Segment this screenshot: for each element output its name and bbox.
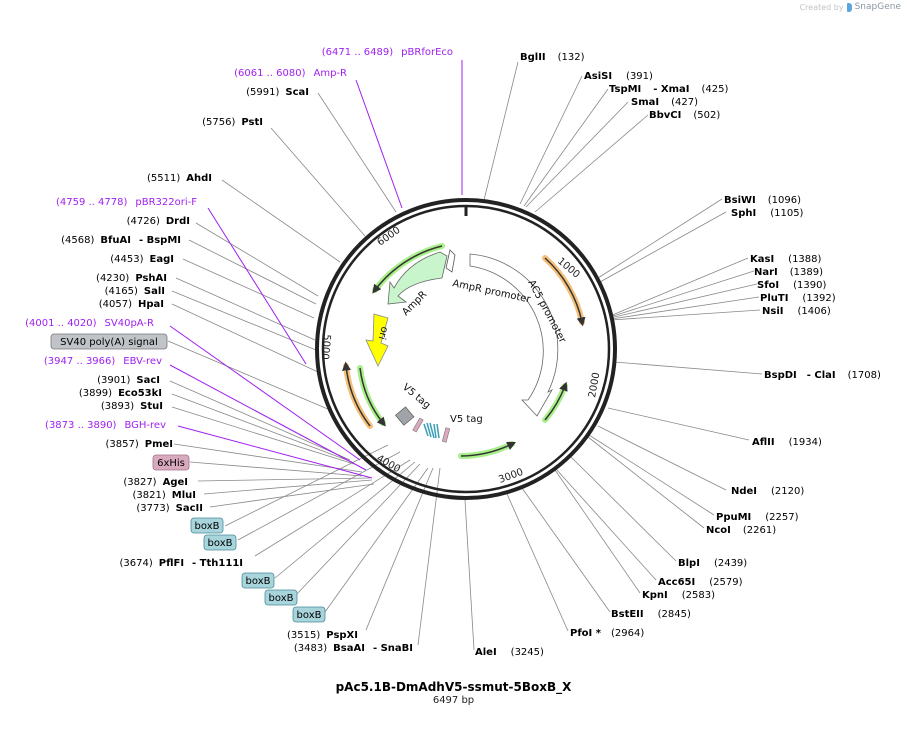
- enzyme-site[interactable]: BsiWI(1096): [724, 195, 801, 206]
- svg-text:boxB: boxB: [208, 538, 233, 549]
- svg-text:boxB: boxB: [195, 521, 220, 532]
- boxb-box[interactable]: boxB: [264, 589, 298, 606]
- polyA-box[interactable]: SV40 poly(A) signal: [50, 333, 168, 350]
- enzyme-site[interactable]: (3899)Eco53kI: [79, 388, 162, 399]
- plasmid-name: pAc5.1B-DmAdhV5-ssmut-5BoxB_X: [335, 680, 572, 694]
- enzyme-site[interactable]: (4230)PshAI: [96, 273, 167, 284]
- enzyme-site[interactable]: (5511)AhdI: [147, 173, 212, 184]
- primer-leader-lines: [169, 60, 463, 479]
- enzyme-site[interactable]: (5756)PstI: [202, 117, 263, 128]
- primer-site[interactable]: (6061 .. 6080)Amp-R: [234, 68, 347, 79]
- enzyme-site[interactable]: NarI(1389): [754, 267, 823, 278]
- tag-features: V5 tag V5 tag: [394, 382, 483, 443]
- enzyme-site[interactable]: TspMI- XmaI(425): [609, 84, 729, 95]
- enzyme-site[interactable]: NdeI(2120): [731, 486, 804, 497]
- svg-text:boxB: boxB: [297, 610, 322, 621]
- credit-brand: SnapGene: [854, 2, 901, 12]
- tick-3000: 3000: [497, 467, 525, 486]
- svg-text:6xHis: 6xHis: [157, 458, 185, 469]
- svg-text:boxB: boxB: [269, 593, 294, 604]
- enzyme-site[interactable]: SphI(1105): [731, 208, 804, 219]
- enzyme-site[interactable]: PluTI(1392): [760, 293, 836, 304]
- primer-site[interactable]: (3873 .. 3890)BGH-rev: [45, 420, 166, 431]
- tick-5000: 5000: [319, 334, 332, 360]
- svg-text:boxB: boxB: [246, 576, 271, 587]
- enzyme-site[interactable]: (3827)AgeI: [123, 477, 188, 488]
- enzyme-site[interactable]: BbvCI(502): [649, 110, 720, 121]
- enzyme-site[interactable]: SfoI(1390): [757, 280, 827, 291]
- boxb-box[interactable]: boxB: [241, 572, 275, 589]
- enzyme-site[interactable]: (5991)ScaI: [246, 87, 309, 98]
- enzyme-site[interactable]: (3857)PmeI: [105, 439, 173, 450]
- enzyme-site[interactable]: (4726)DrdI: [127, 216, 190, 227]
- enzyme-site[interactable]: NcoI(2261): [706, 525, 776, 536]
- enzyme-site[interactable]: (4165)SalI: [105, 286, 165, 297]
- right-enzyme-labels: BglII(132) AsiSI(391) TspMI- XmaI(425) S…: [475, 52, 881, 658]
- enzyme-site[interactable]: (3901)SacI: [97, 375, 160, 386]
- feature-boxes: SV40 poly(A) signal 6xHis boxB boxB boxB…: [50, 333, 326, 623]
- snapgene-logo-icon: [846, 2, 852, 12]
- right-leader-lines: [464, 61, 763, 651]
- enzyme-site[interactable]: BglII(132): [520, 52, 585, 63]
- ori-label: ori: [376, 325, 390, 340]
- enzyme-site[interactable]: KpnI(2583): [642, 590, 715, 601]
- enzyme-site[interactable]: KasI(1388): [750, 254, 822, 265]
- v5-tag-label-2: V5 tag: [450, 414, 483, 425]
- svg-text:SV40 poly(A) signal: SV40 poly(A) signal: [60, 337, 158, 348]
- enzyme-site[interactable]: AsiSI(391): [584, 71, 653, 82]
- his-tag-box[interactable]: 6xHis: [152, 454, 190, 471]
- enzyme-site[interactable]: Acc65I(2579): [658, 577, 743, 588]
- enzyme-site[interactable]: (4057)HpaI: [99, 299, 164, 310]
- feature-arcs: [342, 243, 586, 459]
- enzyme-site[interactable]: AflII(1934): [752, 437, 822, 448]
- enzyme-site[interactable]: BlpI(2439): [678, 558, 747, 569]
- enzyme-site[interactable]: (3674)PflFI- Tth111I: [119, 558, 243, 569]
- promoter-arc: AmpR promoter AC5 promoter: [451, 253, 568, 417]
- boxb-box[interactable]: boxB: [190, 517, 224, 534]
- primer-site[interactable]: (4001 .. 4020)SV40pA-R: [25, 318, 154, 329]
- enzyme-site[interactable]: (4453)EagI: [110, 254, 174, 265]
- enzyme-site[interactable]: (3821)MluI: [133, 490, 196, 501]
- primer-site[interactable]: (3947 .. 3966)EBV-rev: [44, 356, 162, 367]
- enzyme-site[interactable]: (3773)SacII: [136, 503, 203, 514]
- primer-site[interactable]: (4759 .. 4778)pBR322ori-F: [56, 197, 197, 208]
- backbone: [315, 198, 617, 500]
- ori-feature: ori: [365, 313, 390, 367]
- enzyme-site[interactable]: (3893)StuI: [101, 401, 163, 412]
- enzyme-site[interactable]: (3483)BsaAI- SnaBI: [294, 643, 413, 654]
- enzyme-site[interactable]: (4568)BfuAI- BspMI: [61, 235, 181, 246]
- enzyme-site[interactable]: NsiI(1406): [762, 306, 831, 317]
- enzyme-site[interactable]: PfoI *(2964): [570, 628, 644, 639]
- enzyme-site[interactable]: (3515)PspXI: [287, 630, 358, 641]
- ampr-label: AmpR: [400, 289, 429, 318]
- enzyme-site[interactable]: AleI(3245): [475, 647, 544, 658]
- enzyme-site[interactable]: PpuMI(2257): [716, 512, 799, 523]
- boxb-box[interactable]: boxB: [203, 534, 237, 551]
- enzyme-site[interactable]: BspDI- ClaI(1708): [764, 370, 881, 381]
- tick-2000: 2000: [587, 372, 602, 399]
- snapgene-credit: Created by SnapGene: [800, 2, 901, 12]
- plasmid-length: 6497 bp: [432, 695, 475, 706]
- enzyme-site[interactable]: SmaI(427): [631, 97, 698, 108]
- credit-prefix: Created by: [799, 2, 844, 12]
- primer-site[interactable]: (6471 .. 6489)pBRforEco: [322, 47, 453, 58]
- ampr-feature: AmpR: [387, 249, 456, 318]
- enzyme-site[interactable]: BstEII(2845): [611, 609, 691, 620]
- boxb-box[interactable]: boxB: [292, 606, 326, 623]
- left-labels: (6471 .. 6489)pBRforEco (6061 .. 6080)Am…: [25, 47, 453, 654]
